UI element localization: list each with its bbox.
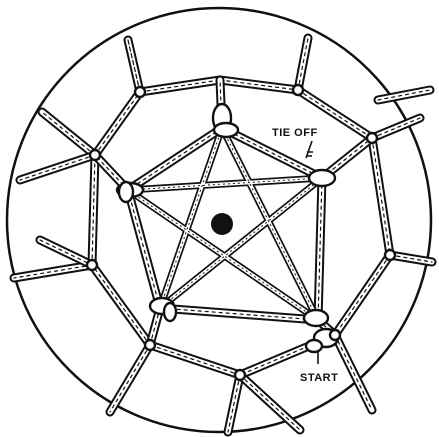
bottom-right-knot <box>304 310 328 326</box>
center-dot <box>211 213 233 235</box>
right-knot <box>309 170 335 186</box>
left-loop <box>119 182 133 202</box>
bottom-left-loop <box>164 303 176 321</box>
start-loop-inner <box>306 340 322 352</box>
top-knot <box>214 123 238 137</box>
start-label: START <box>300 372 338 384</box>
tie-off-label: TIE OFF <box>272 127 318 139</box>
